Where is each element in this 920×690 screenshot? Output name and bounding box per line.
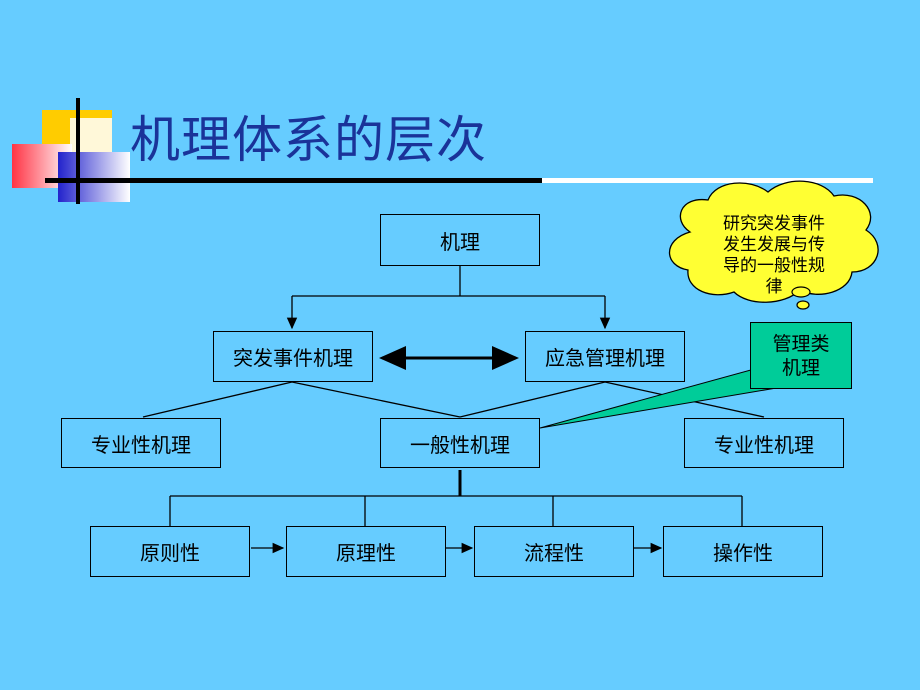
callout-line-1: 管理类 bbox=[772, 332, 830, 355]
node-principle: 原则性 bbox=[90, 526, 250, 577]
cloud-line-4: 律 bbox=[765, 277, 783, 297]
node-specialized-right: 专业性机理 bbox=[684, 418, 844, 468]
management-callout: 管理类 机理 bbox=[750, 322, 852, 389]
thought-cloud-shape bbox=[669, 180, 879, 303]
deco-vertical-line bbox=[76, 98, 80, 204]
node-process: 流程性 bbox=[474, 526, 634, 577]
node-emergency-management: 应急管理机理 bbox=[525, 331, 685, 382]
cloud-line-2: 发生发展与传 bbox=[723, 235, 825, 255]
node-root: 机理 bbox=[380, 214, 540, 266]
title-underline bbox=[45, 178, 873, 183]
node-theory: 原理性 bbox=[286, 526, 446, 577]
node-specialized-left: 专业性机理 bbox=[61, 418, 221, 468]
node-emergency-event: 突发事件机理 bbox=[213, 331, 373, 382]
thought-bubble-small bbox=[796, 300, 810, 310]
page-title: 机理体系的层次 bbox=[130, 111, 487, 169]
cloud-line-1: 研究突发事件 bbox=[723, 214, 825, 234]
node-general: 一般性机理 bbox=[380, 418, 540, 468]
cloud-text: 研究突发事件 发生发展与传 导的一般性规 律 bbox=[704, 214, 844, 298]
cloud-line-3: 导的一般性规 bbox=[723, 256, 825, 276]
thought-bubble-large bbox=[791, 286, 811, 298]
node-operation: 操作性 bbox=[663, 526, 823, 577]
callout-line-2: 机理 bbox=[781, 356, 820, 379]
deco-square-blue bbox=[58, 152, 130, 202]
